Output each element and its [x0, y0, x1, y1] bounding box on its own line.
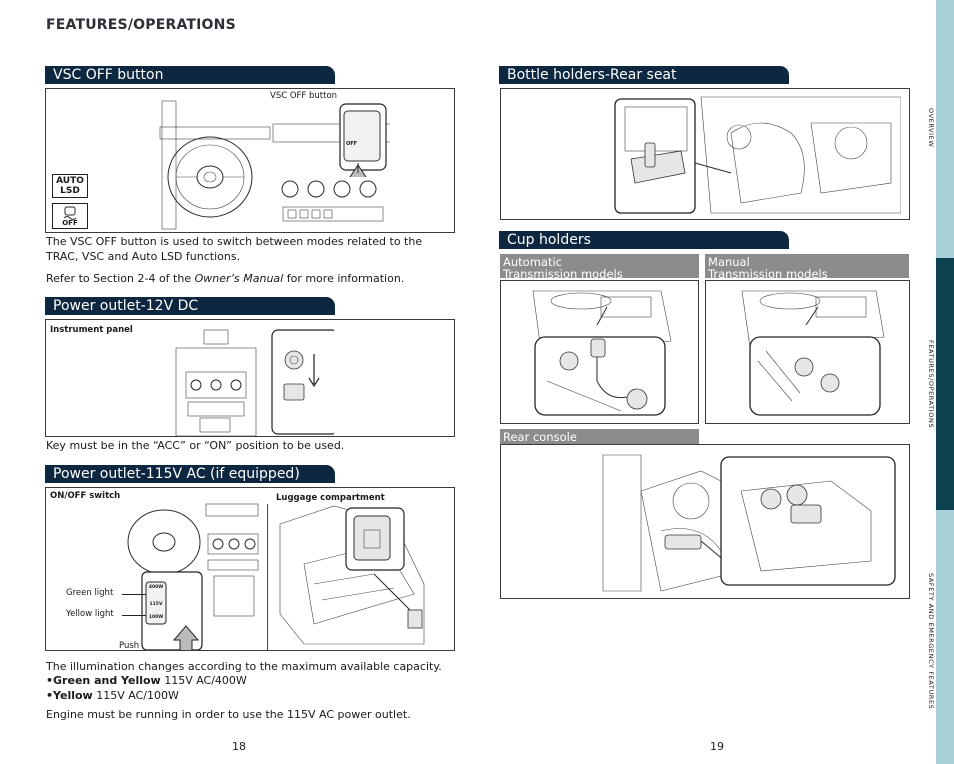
bottle-section-banner: Bottle holders-Rear seat	[499, 66, 789, 84]
outlet115-engine-note: Engine must be running in order to use t…	[46, 708, 411, 721]
outlet115-section-banner: Power outlet-115V AC (if equipped)	[45, 465, 335, 483]
vsc-button-off-text: OFF	[346, 141, 358, 147]
switch-100w: 100W	[148, 615, 164, 620]
vsc-description: The VSC OFF button is used to switch bet…	[46, 235, 423, 263]
bottle-illustration-box	[500, 88, 910, 220]
outlet115-switch-label: ON/OFF switch	[50, 491, 121, 501]
skid-car-icon	[63, 206, 77, 220]
outlet115-divider	[267, 504, 268, 650]
bullet1-text: 115V AC/400W	[160, 674, 247, 687]
cup-section-banner: Cup holders	[499, 231, 789, 249]
outlet12-label: Instrument panel	[50, 325, 133, 335]
manual-illustration-box	[705, 280, 910, 424]
page-header-title: FEATURES/OPERATIONS	[46, 17, 236, 33]
vsc-reference-manual: Owner’s Manual	[194, 272, 284, 285]
sidebar-item-safety[interactable]: SAFETY AND EMERGENCY FEATURES	[927, 573, 935, 710]
push-label: Push	[119, 641, 140, 651]
outlet115-illustration-box: ON/OFF switch Luggage compartment 400W 1…	[45, 487, 455, 651]
outlet12-section-banner: Power outlet-12V DC	[45, 297, 335, 315]
manual-cupholder-drawing	[741, 290, 885, 416]
vsc-illustration-box: VSC OFF button AUTO LSD OFF OFF	[45, 88, 455, 233]
rear-console-drawing	[602, 454, 896, 592]
outlet115-bullet1: •Green and Yellow 115V AC/400W	[46, 673, 247, 688]
vsc-callout-label: VSC OFF button	[270, 91, 338, 101]
vsc-off-badge: OFF	[52, 203, 88, 229]
sidebar-item-features-operations[interactable]: FEATURES/OPERATIONS	[927, 340, 935, 429]
outlet115-bullet2: •Yellow 115V AC/100W	[46, 688, 179, 703]
switch-400w: 400W	[148, 585, 164, 590]
bullet2-text: 115V AC/100W	[92, 689, 179, 702]
vsc-section-banner: VSC OFF button	[45, 66, 335, 84]
outlet12-dashboard-drawing	[175, 329, 334, 436]
automatic-illustration-box	[500, 280, 699, 424]
yellow-light-label: Yellow light	[66, 609, 114, 619]
outlet12-note: Key must be in the “ACC” or “ON” positio…	[46, 439, 345, 452]
automatic-cupholder-drawing	[532, 290, 672, 416]
yellow-light-leader	[122, 615, 146, 616]
bottle-section-title: Bottle holders-Rear seat	[507, 67, 677, 83]
luggage-drawing	[279, 505, 425, 645]
vsc-off-badge-text: OFF	[62, 219, 78, 227]
page-number-right: 19	[710, 740, 724, 753]
outlet115-luggage-label: Luggage compartment	[276, 493, 385, 503]
outlet115-section-title: Power outlet-115V AC (if equipped)	[53, 466, 300, 482]
green-light-label: Green light	[66, 588, 114, 598]
outlet115-capacity-text: The illumination changes according to th…	[46, 660, 442, 673]
bullet1-bold: •Green and Yellow	[46, 674, 161, 687]
page-number-left: 18	[232, 740, 246, 753]
vsc-reference-prefix: Refer to Section 2-4 of the	[46, 272, 195, 285]
green-light-leader	[122, 594, 146, 595]
sidebar-active-segment	[936, 258, 954, 510]
vsc-reference-suffix: for more information.	[283, 272, 405, 285]
outlet115-dashboard-drawing	[127, 503, 259, 650]
bottle-drawing	[614, 96, 901, 214]
vsc-reference: Refer to Section 2-4 of the Owner’s Manu…	[46, 271, 458, 286]
outlet12-section-title: Power outlet-12V DC	[53, 298, 199, 314]
manual-subheader: Manual Transmission models	[705, 254, 909, 280]
auto-lsd-badge: AUTO LSD	[52, 174, 88, 198]
bullet2-bold: •Yellow	[46, 689, 93, 702]
vsc-dashboard-drawing	[159, 100, 390, 230]
sidebar-item-overview[interactable]: OVERVIEW	[927, 108, 935, 148]
rear-console-subheader: Rear console	[500, 429, 699, 444]
vsc-section-title: VSC OFF button	[53, 67, 164, 83]
outlet12-illustration-box: Instrument panel	[45, 319, 455, 437]
automatic-subheader: Automatic Transmission models	[500, 254, 699, 280]
rear-console-illustration-box	[500, 444, 910, 599]
switch-115v: 115V	[149, 602, 163, 607]
cup-section-title: Cup holders	[507, 232, 591, 248]
